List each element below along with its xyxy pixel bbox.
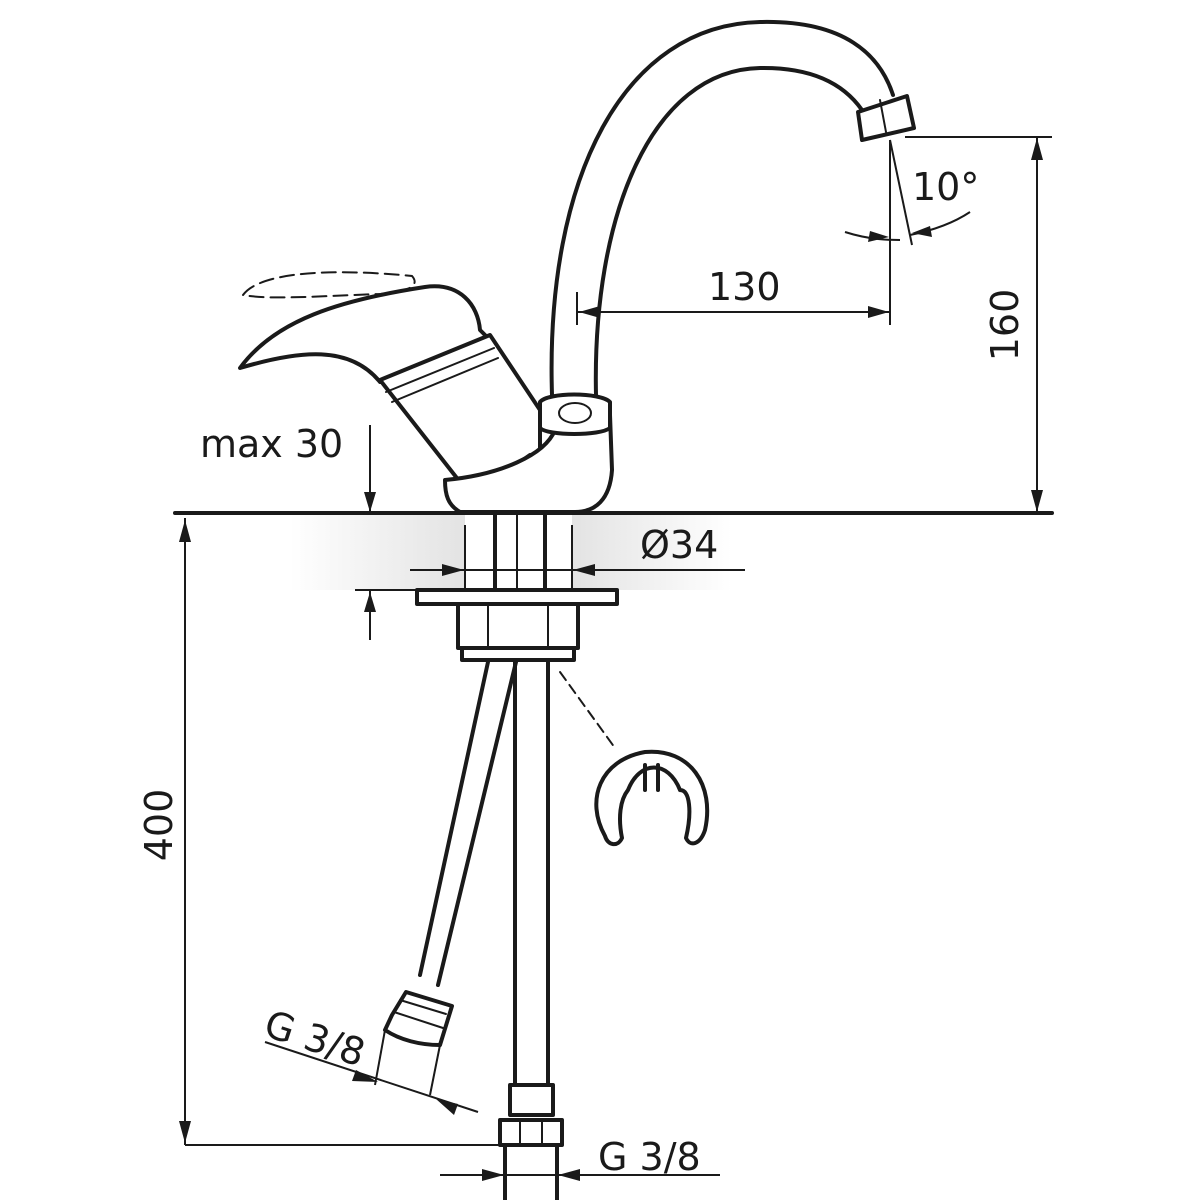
mounting-plate: [415, 588, 619, 606]
spout: [549, 19, 916, 397]
label-height: 160: [983, 289, 1027, 362]
dim-thread-center: [440, 1169, 720, 1181]
fixing-nut: [456, 602, 580, 650]
aerator: [856, 94, 916, 142]
dim-height: [905, 136, 1052, 513]
dim-hole-diameter: [410, 525, 745, 590]
mounting-shank: [415, 512, 619, 662]
label-thread-left: G 3/8: [259, 1002, 370, 1076]
dim-angle: [844, 139, 971, 246]
label-reach: 130: [708, 265, 781, 309]
dim-thread-left: [264, 1029, 479, 1115]
mixer-body: [378, 333, 614, 514]
hose-left: [383, 660, 518, 1047]
dim-hose-length: [179, 518, 505, 1146]
lever-raised-outline: [241, 271, 416, 299]
dim-max-thickness: [355, 425, 440, 640]
countertop-section: [290, 515, 732, 590]
label-thread-center: G 3/8: [598, 1135, 701, 1179]
hose-center: [498, 660, 564, 1200]
label-hose-length: 400: [137, 789, 181, 862]
horseshoe-clip-icon: [559, 671, 710, 847]
lever-handle: [238, 284, 492, 384]
label-max-thickness: max 30: [200, 422, 343, 466]
label-angle: 10°: [912, 165, 979, 209]
dim-reach: [576, 140, 891, 325]
label-hole-diameter: Ø34: [640, 523, 718, 567]
